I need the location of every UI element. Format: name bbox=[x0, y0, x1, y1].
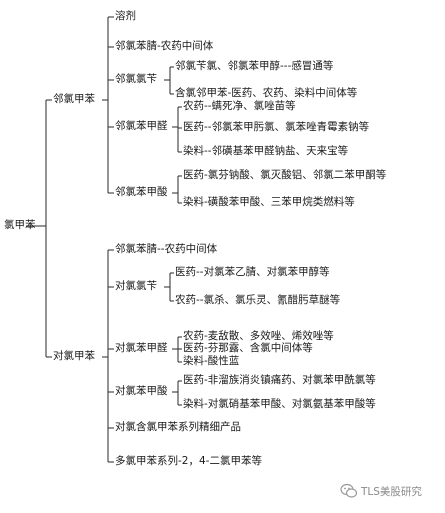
ortho-aldehyde-leaf: 农药--螨死净、氯唑苗等 bbox=[183, 100, 296, 112]
watermark-text: TLS美股研究 bbox=[361, 486, 422, 498]
ortho-aldehyde-leaf: 医药--邻氯苯甲肟氯、氯苯唑青霉素钠等 bbox=[183, 121, 370, 133]
para-nitrile: 邻氯苯腈--农药中间体 bbox=[115, 243, 218, 255]
ortho-benzyl-leaf: 含氯邻甲苯-医药、农药、染料中间体等 bbox=[175, 87, 358, 99]
para-acid-node: 对氯苯甲酸 bbox=[115, 385, 168, 397]
ortho-benzyl-node: 邻氯氯苄 bbox=[115, 73, 157, 85]
para-aldehyde-leaf: 农药-麦敌散、多效唑、烯效唑等 bbox=[183, 330, 334, 342]
multi-chloro-series: 多氯甲苯系列-2，4-二氯甲苯等 bbox=[115, 455, 262, 467]
ortho-solvent: 溶剂 bbox=[115, 10, 136, 22]
ortho-acid-leaf: 染料-磺酸苯甲酸、三苯甲烷类燃料等 bbox=[183, 196, 355, 208]
para-aldehyde-leaf: 染料-酸性蓝 bbox=[183, 355, 240, 367]
para-node: 对氯甲苯 bbox=[53, 350, 95, 362]
para-benzyl-leaf: 农药--氯杀、氯乐灵、氰醋肟草醚等 bbox=[175, 294, 341, 306]
para-fine-products: 对氯含氯甲苯系列精细产品 bbox=[115, 421, 241, 433]
para-aldehyde-node: 对氯苯甲醛 bbox=[115, 342, 168, 354]
para-acid-leaf: 医药-非溜族消炎镇痛药、对氯苯甲酰氯等 bbox=[183, 374, 376, 386]
para-benzyl-leaf: 医药--对氯苯乙腈、对氯苯甲醇等 bbox=[175, 266, 330, 278]
wechat-icon bbox=[340, 483, 358, 498]
ortho-acid-node: 邻氯苯甲酸 bbox=[115, 186, 168, 198]
para-aldehyde-leaf: 医药-芬那露、含氯中间体等 bbox=[183, 342, 313, 354]
para-acid-leaf: 染料-对氯硝基苯甲酸、对氯氨基苯甲酸等 bbox=[183, 398, 376, 410]
root-node: 氯甲苯 bbox=[4, 219, 36, 231]
ortho-nitrile: 邻氯苯腈-农药中间体 bbox=[115, 40, 214, 52]
ortho-node: 邻氯甲苯 bbox=[53, 93, 95, 105]
ortho-acid-leaf: 医药-氯芬钠酸、氯灭酸铝、邻氯二苯甲酮等 bbox=[183, 169, 387, 181]
ortho-aldehyde-node: 邻氯苯甲醛 bbox=[115, 120, 168, 132]
ortho-benzyl-leaf: 邻氯苄氯、邻氯苯甲醇---感冒通等 bbox=[175, 60, 334, 72]
ortho-aldehyde-leaf: 染料--邻磺基苯甲醛钠盐、天来宝等 bbox=[183, 145, 349, 157]
para-benzyl-node: 对氯氯苄 bbox=[115, 280, 157, 292]
